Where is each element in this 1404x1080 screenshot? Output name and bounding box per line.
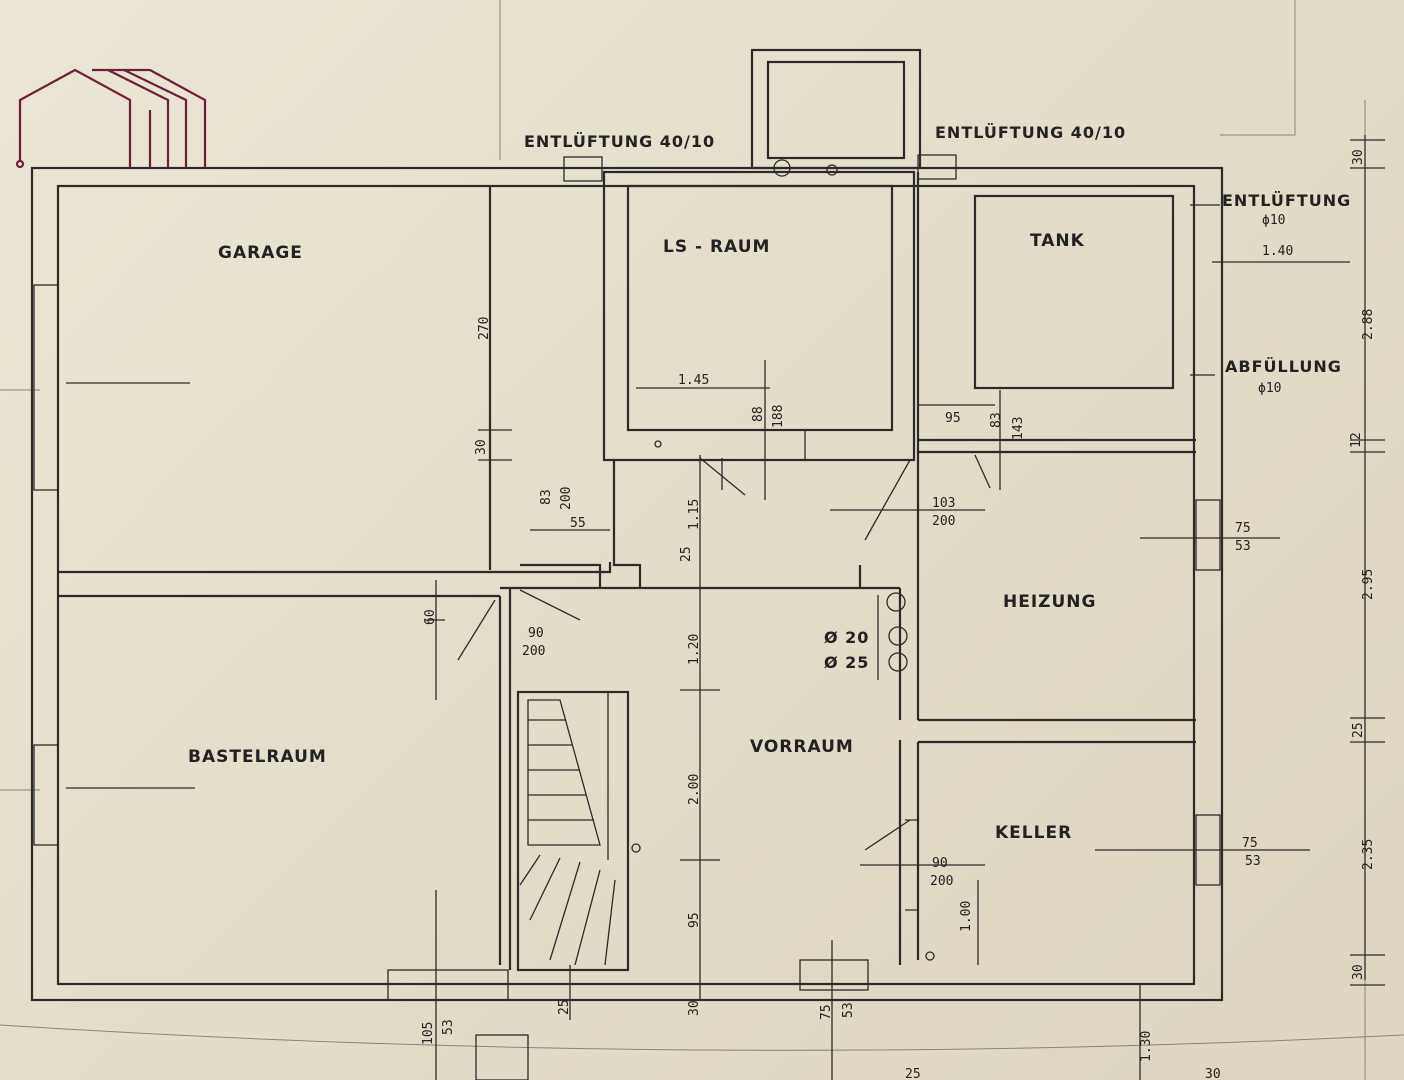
dim-text: 25 (679, 546, 694, 562)
dim-text: 83 (539, 489, 554, 505)
room-tank: TANK (1030, 231, 1085, 251)
dimension-lines (66, 135, 1385, 1080)
dim-text: 1.15 (687, 499, 702, 530)
dim-text: 1.30 (1139, 1031, 1154, 1062)
dim-text: 200 (522, 644, 545, 659)
dim-text: 88 (751, 406, 766, 422)
dim-text: 55 (570, 516, 586, 531)
dim-text: 75 (1242, 836, 1258, 851)
dimension-texts: 270 30 1.45 88 188 95 83 143 1.40 83 200… (421, 149, 1376, 1080)
dim-text: 95 (687, 912, 702, 928)
dim-text: 2.00 (687, 774, 702, 805)
dim-text: 90 (932, 856, 948, 871)
dim-text: 1.45 (678, 373, 709, 388)
label-abfuellung: ABFÜLLUNG (1225, 357, 1342, 376)
dim-text: 1.40 (1262, 244, 1293, 259)
dim-text: 2.95 (1361, 569, 1376, 600)
dim-text: 75 (819, 1004, 834, 1020)
house-logo-icon (15, 68, 207, 169)
dim-text: 95 (945, 411, 961, 426)
dim-text: 53 (1245, 854, 1261, 869)
dim-text: 105 (421, 1022, 436, 1045)
label-d25: Ø 25 (824, 653, 869, 672)
dim-text: 200 (559, 487, 574, 510)
room-vorraum: VORRAUM (750, 737, 854, 757)
outer-walls (30, 48, 1224, 1080)
dim-text: 188 (771, 405, 786, 428)
dim-text: 60 (423, 609, 438, 625)
room-heizung: HEIZUNG (1003, 592, 1096, 612)
dim-text: 53 (441, 1019, 456, 1035)
interior-walls (58, 159, 1196, 972)
dim-text: 12 (1349, 432, 1364, 448)
dim-text: 143 (1011, 417, 1026, 440)
dim-text: 200 (930, 874, 953, 889)
dim-text: 200 (932, 514, 955, 529)
dim-text: 103 (932, 496, 955, 511)
dim-text: 90 (528, 626, 544, 641)
dim-text: 75 (1235, 521, 1251, 536)
room-garage: GARAGE (218, 243, 303, 263)
room-keller: KELLER (995, 823, 1072, 843)
label-entlueftung-left: ENTLÜFTUNG 40/10 (524, 132, 715, 151)
label-entlueftung-right: ENTLÜFTUNG 40/10 (935, 123, 1126, 142)
dim-text: 1.20 (687, 634, 702, 665)
label-abfuellung-diameter: ϕ10 (1258, 381, 1281, 396)
dim-text: 270 (477, 317, 492, 340)
room-bastelraum: BASTELRAUM (188, 747, 327, 767)
dim-text: 2.35 (1361, 839, 1376, 870)
dim-text: 30 (1351, 964, 1366, 980)
dim-text: 1.00 (959, 901, 974, 932)
dim-text: 30 (687, 1000, 702, 1016)
dim-text: 30 (1351, 149, 1366, 165)
label-d20: Ø 20 (824, 628, 869, 647)
dim-text: 83 (989, 412, 1004, 428)
dim-text: 53 (1235, 539, 1251, 554)
dim-text: 53 (841, 1002, 856, 1018)
dim-text: 30 (1205, 1067, 1221, 1080)
dim-text: 25 (1351, 722, 1366, 738)
room-ls-raum: LS - RAUM (663, 237, 770, 257)
dim-text: 25 (557, 999, 572, 1015)
label-entlueftung-side: ENTLÜFTUNG (1222, 191, 1351, 210)
dim-text: 30 (474, 439, 489, 455)
dim-text: 2.88 (1361, 309, 1376, 340)
label-entlueftung-diameter: ϕ10 (1262, 213, 1285, 228)
dim-text: 25 (905, 1067, 921, 1080)
